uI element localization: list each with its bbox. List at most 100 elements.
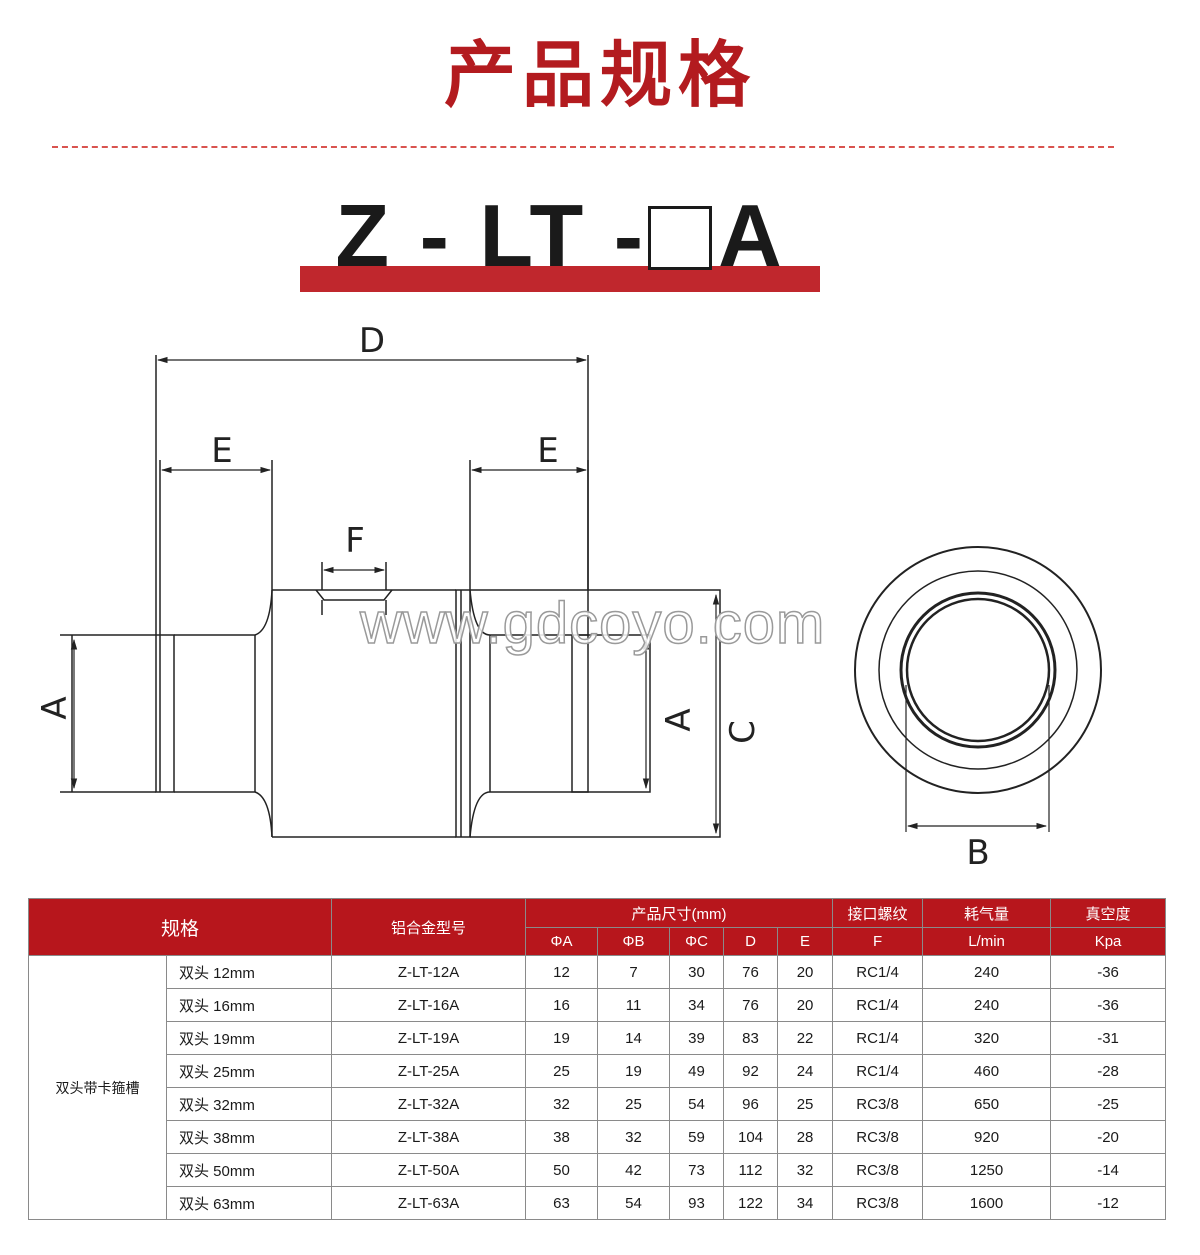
- subheader-vacuum-unit: Kpa: [1050, 927, 1167, 956]
- cell-size: 双头 19mm: [165, 1021, 333, 1055]
- cell-F: RC1/4: [832, 1054, 924, 1088]
- cell-B: 54: [597, 1186, 671, 1220]
- header-air-consumption: 耗气量: [922, 898, 1052, 928]
- cell-vacuum: -28: [1050, 1054, 1167, 1088]
- cell-flow: 1250: [922, 1153, 1052, 1187]
- watermark: www.gdcoyo.com: [359, 590, 826, 657]
- cell-size: 双头 12mm: [165, 955, 333, 989]
- label-C: C: [723, 720, 763, 744]
- label-B: B: [966, 833, 989, 873]
- cell-A: 12: [525, 955, 599, 989]
- cell-B: 7: [597, 955, 671, 989]
- cell-A: 32: [525, 1087, 599, 1121]
- label-D: D: [359, 321, 385, 361]
- table-row: 双头 25mm Z-LT-25A 25 19 49 92 24 RC1/4 46…: [29, 1054, 1167, 1088]
- model-underline-bar: [300, 266, 820, 292]
- cell-B: 32: [597, 1120, 671, 1154]
- cell-D: 92: [723, 1054, 779, 1088]
- cell-D: 96: [723, 1087, 779, 1121]
- cell-model: Z-LT-38A: [331, 1120, 527, 1154]
- cell-vacuum: -14: [1050, 1153, 1167, 1187]
- cell-C: 39: [669, 1021, 725, 1055]
- table-row: 双头 63mm Z-LT-63A 63 54 93 122 34 RC3/8 1…: [29, 1186, 1167, 1220]
- cell-vacuum: -36: [1050, 988, 1167, 1022]
- cell-model: Z-LT-32A: [331, 1087, 527, 1121]
- dimension-lines: [70, 356, 1048, 835]
- table-row: 双头 38mm Z-LT-38A 38 32 59 104 28 RC3/8 9…: [29, 1120, 1167, 1154]
- subheader-A: ΦA: [525, 927, 599, 956]
- cell-model: Z-LT-16A: [331, 988, 527, 1022]
- table-row: 双头 32mm Z-LT-32A 32 25 54 96 25 RC3/8 65…: [29, 1087, 1167, 1121]
- cell-model: Z-LT-25A: [331, 1054, 527, 1088]
- label-A-right: A: [659, 708, 699, 731]
- model-code: Z - LT - A: [300, 186, 820, 286]
- header-dimensions: 产品尺寸(mm): [525, 898, 834, 928]
- table-row: 双头 19mm Z-LT-19A 19 14 39 83 22 RC1/4 32…: [29, 1021, 1167, 1055]
- header-spec: 规格: [27, 898, 333, 956]
- subheader-D: D: [723, 927, 779, 956]
- cell-F: RC1/4: [832, 955, 924, 989]
- cell-E: 32: [777, 1153, 834, 1187]
- cell-flow: 920: [922, 1120, 1052, 1154]
- cell-E: 20: [777, 988, 834, 1022]
- cell-A: 16: [525, 988, 599, 1022]
- cell-size: 双头 38mm: [165, 1120, 333, 1154]
- cell-C: 54: [669, 1087, 725, 1121]
- subheader-E: E: [777, 927, 834, 956]
- cell-size: 双头 25mm: [165, 1054, 333, 1088]
- cell-A: 63: [525, 1186, 599, 1220]
- cell-E: 20: [777, 955, 834, 989]
- cell-model: Z-LT-19A: [331, 1021, 527, 1055]
- cell-flow: 240: [922, 955, 1052, 989]
- cell-F: RC3/8: [832, 1186, 924, 1220]
- cell-E: 34: [777, 1186, 834, 1220]
- cell-E: 24: [777, 1054, 834, 1088]
- label-E-right: E: [537, 431, 558, 471]
- cell-B: 42: [597, 1153, 671, 1187]
- cell-E: 25: [777, 1087, 834, 1121]
- table-row: 双头带卡箍槽 双头 12mm Z-LT-12A 12 7 30 76 20 RC…: [28, 955, 1167, 1220]
- label-A-left: A: [35, 696, 75, 719]
- header-port-thread: 接口螺纹: [832, 898, 924, 928]
- cell-D: 76: [723, 955, 779, 989]
- end-view: [854, 546, 1102, 832]
- cell-flow: 650: [922, 1087, 1052, 1121]
- cell-F: RC3/8: [832, 1153, 924, 1187]
- cell-flow: 240: [922, 988, 1052, 1022]
- cell-size: 双头 63mm: [165, 1186, 333, 1220]
- cell-vacuum: -12: [1050, 1186, 1167, 1220]
- cell-D: 104: [723, 1120, 779, 1154]
- cell-vacuum: -31: [1050, 1021, 1167, 1055]
- cell-D: 112: [723, 1153, 779, 1187]
- cell-E: 28: [777, 1120, 834, 1154]
- cell-F: RC1/4: [832, 988, 924, 1022]
- cell-vacuum: -20: [1050, 1120, 1167, 1154]
- subheader-flow-unit: L/min: [922, 927, 1052, 956]
- cell-flow: 320: [922, 1021, 1052, 1055]
- dashed-divider: [52, 146, 1114, 148]
- technical-drawing: D E E F A A C B: [35, 321, 1102, 873]
- cell-model: Z-LT-50A: [331, 1153, 527, 1187]
- cell-A: 38: [525, 1120, 599, 1154]
- model-suffix: A: [718, 186, 785, 285]
- cell-B: 25: [597, 1087, 671, 1121]
- cell-vacuum: -36: [1050, 955, 1167, 989]
- table-row: 双头 50mm Z-LT-50A 50 42 73 112 32 RC3/8 1…: [29, 1153, 1167, 1187]
- table-row: 双头 16mm Z-LT-16A 16 11 34 76 20 RC1/4 24…: [29, 988, 1167, 1022]
- cell-F: RC1/4: [832, 1021, 924, 1055]
- cell-size: 双头 16mm: [165, 988, 333, 1022]
- cell-vacuum: -25: [1050, 1087, 1167, 1121]
- group-label: 双头带卡箍槽: [28, 955, 167, 1220]
- cell-A: 50: [525, 1153, 599, 1187]
- cell-C: 59: [669, 1120, 725, 1154]
- cell-A: 19: [525, 1021, 599, 1055]
- cell-F: RC3/8: [832, 1120, 924, 1154]
- model-prefix: Z - LT -: [335, 186, 647, 285]
- cell-C: 93: [669, 1186, 725, 1220]
- header-vacuum: 真空度: [1050, 898, 1167, 928]
- spec-table-body: 双头带卡箍槽 双头 12mm Z-LT-12A 12 7 30 76 20 RC…: [28, 955, 1167, 1220]
- cell-size: 双头 50mm: [165, 1153, 333, 1187]
- cell-flow: 1600: [922, 1186, 1052, 1220]
- cell-size: 双头 32mm: [165, 1087, 333, 1121]
- subheader-B: ΦB: [597, 927, 671, 956]
